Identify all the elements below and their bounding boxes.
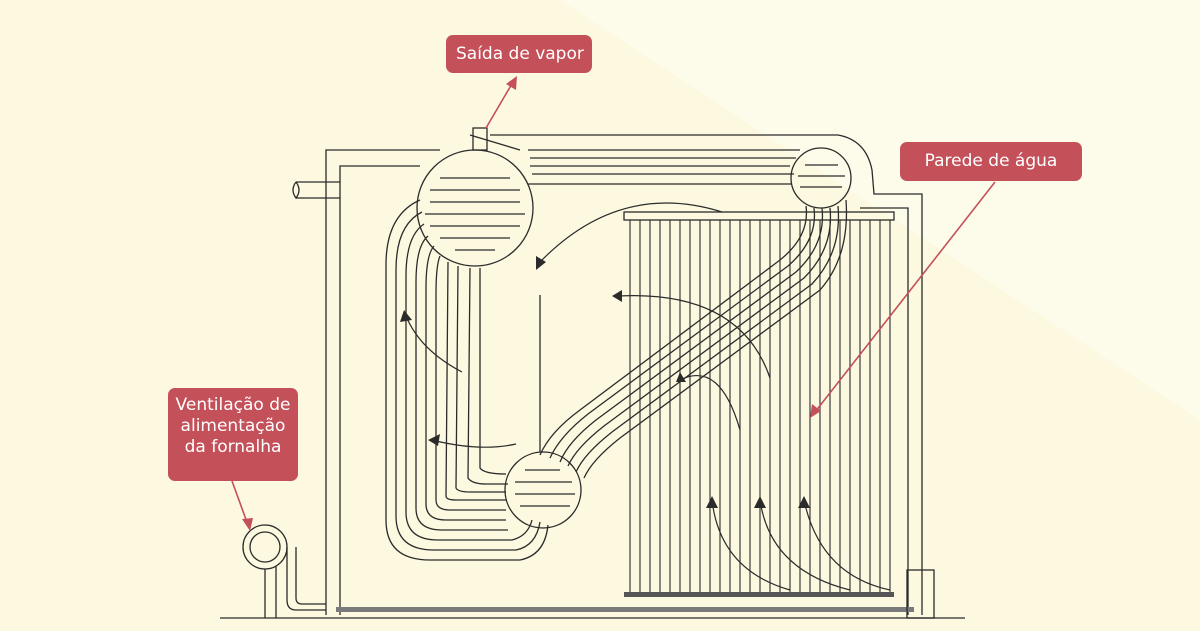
steam-outlet-text: Saída de vapor xyxy=(456,44,584,64)
background-light-band xyxy=(560,0,1200,420)
flow-arrowheads xyxy=(400,256,810,508)
steam-outlet-label: Saída de vapor xyxy=(446,35,592,73)
boiler-casing xyxy=(325,134,923,615)
water-wall-top-header xyxy=(623,211,895,221)
callout-arrowheads xyxy=(242,76,821,531)
furnace-vent-label: Ventilação de alimentação da fornalha xyxy=(168,388,298,481)
upper-drum xyxy=(790,147,852,209)
callout-arrows xyxy=(231,81,996,526)
furnace-vent-text-line1: Ventilação de xyxy=(175,395,291,415)
water-wall-text: Parede de água xyxy=(924,151,1058,171)
furnace-fan xyxy=(242,524,326,618)
water-wall-tubes xyxy=(629,220,891,592)
water-wall-bottom-header xyxy=(624,592,894,597)
furnace-vent-text-line2: alimentação xyxy=(180,416,286,436)
mud-drum-water-lines xyxy=(515,469,575,507)
upper-drum-water-lines xyxy=(798,164,845,188)
furnace-vent-text-line3: da fornalha xyxy=(184,437,282,457)
steam-drum xyxy=(416,149,534,267)
base-bar xyxy=(336,607,914,612)
top-tubes xyxy=(528,149,800,185)
water-wall-label: Parede de água xyxy=(900,142,1082,181)
side-pipe xyxy=(292,181,340,200)
steam-drum-water-lines xyxy=(425,177,525,251)
left-tube-bundle xyxy=(385,199,549,561)
mud-drum xyxy=(504,451,582,529)
flow-arrows xyxy=(405,202,891,591)
right-support xyxy=(906,569,935,619)
